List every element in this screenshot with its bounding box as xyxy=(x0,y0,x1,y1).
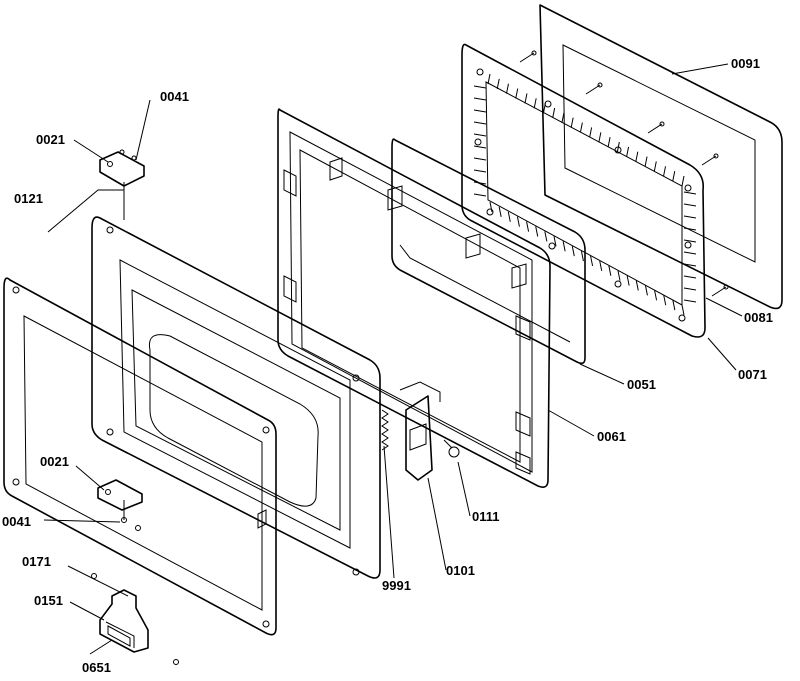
seal-tooth xyxy=(516,216,520,227)
seal-tooth xyxy=(579,122,583,133)
part-0071-seal-frame xyxy=(461,43,706,338)
seal-tooth xyxy=(608,265,612,276)
label-0151: 0151 xyxy=(34,593,63,608)
screws-0081 xyxy=(519,50,729,297)
seal-tooth xyxy=(644,156,648,167)
seal-tooth xyxy=(544,231,548,242)
label-0021-upper: 0021 xyxy=(36,132,65,147)
part-front-bezel xyxy=(3,277,277,636)
label-0101: 0101 xyxy=(446,563,475,578)
seal-tooth xyxy=(626,275,630,286)
part-0061-inner-door-frame xyxy=(277,108,551,488)
seal-tooth xyxy=(672,299,676,311)
seal-tooth xyxy=(683,191,697,195)
seal-tooth xyxy=(473,193,487,197)
seal-tooth xyxy=(473,85,487,89)
seal-tooth xyxy=(683,263,697,267)
label-9991: 9991 xyxy=(382,578,411,593)
seal-tooth xyxy=(487,73,491,85)
seal-tooth xyxy=(683,227,697,231)
seal-tooth xyxy=(681,175,685,187)
seal-tooth xyxy=(672,171,676,182)
label-0121: 0121 xyxy=(14,191,43,206)
seal-tooth xyxy=(526,221,530,232)
seal-tooth xyxy=(653,161,657,172)
seal-tooth xyxy=(683,215,697,219)
seal-tooth xyxy=(683,203,697,207)
seal-tooth xyxy=(552,107,556,119)
seal-tooth xyxy=(683,251,697,255)
seal-tooth xyxy=(515,88,519,99)
seal-tooth xyxy=(644,285,648,296)
part-0051-screen-plate xyxy=(391,138,586,365)
seal-tooth xyxy=(524,93,528,104)
part-9991-spring xyxy=(381,409,389,451)
seal-tooth xyxy=(498,206,502,218)
seal-tooth xyxy=(473,169,487,173)
label-0021-lower: 0021 xyxy=(40,454,69,469)
seal-tooth xyxy=(617,270,621,281)
seal-tooth xyxy=(599,260,603,271)
label-0171: 0171 xyxy=(22,554,51,569)
seal-tooth xyxy=(598,132,602,143)
label-0071: 0071 xyxy=(738,367,767,382)
seal-tooth xyxy=(505,83,509,94)
seal-tooth xyxy=(535,226,539,237)
label-0111: 0111 xyxy=(472,509,500,524)
leader-lines xyxy=(43,63,743,655)
label-0061: 0061 xyxy=(597,429,626,444)
seal-tooth xyxy=(654,290,658,301)
part-0651-latch-pad xyxy=(107,625,131,647)
part-0091-outer-panel xyxy=(539,4,783,310)
seal-tooth xyxy=(562,241,566,252)
callout-labels: 0091 0081 0071 0051 0061 0111 0101 9991 … xyxy=(2,56,773,675)
seal-tooth xyxy=(580,250,584,262)
part-0021-lower-hinge xyxy=(97,479,143,511)
seal-tooth xyxy=(489,201,493,213)
seal-tooth xyxy=(663,295,667,306)
label-0041-lower: 0041 xyxy=(2,514,31,529)
seal-tooth xyxy=(473,97,487,101)
seal-tooth xyxy=(473,145,487,149)
label-0651: 0651 xyxy=(82,660,111,675)
seal-tooth xyxy=(683,299,697,303)
seal-tooth xyxy=(533,98,537,109)
seal-tooth xyxy=(635,151,639,162)
seal-tooth xyxy=(473,157,487,161)
seal-tooth xyxy=(473,133,487,137)
part-0151-latch-handle xyxy=(99,589,149,653)
part-0021-upper-hinge xyxy=(99,151,145,187)
seal-tooth xyxy=(496,78,500,89)
label-0041-upper: 0041 xyxy=(160,89,189,104)
part-0101-latch xyxy=(399,381,441,481)
seal-tooth xyxy=(626,146,630,157)
seal-tooth xyxy=(553,236,557,247)
seal-tooth xyxy=(561,112,565,123)
seal-tooth xyxy=(607,137,611,148)
seal-tooth xyxy=(683,275,697,279)
seal-tooth xyxy=(473,109,487,113)
part-0111-screw xyxy=(443,439,460,458)
label-0051: 0051 xyxy=(627,377,656,392)
seal-tooth xyxy=(683,239,697,243)
seal-tooth xyxy=(590,255,594,267)
seal-tooth xyxy=(507,211,511,222)
seal-tooth xyxy=(683,287,697,291)
seal-tooth xyxy=(589,127,593,138)
label-0081: 0081 xyxy=(744,310,773,325)
seal-tooth xyxy=(570,117,574,128)
part-0121-door-body xyxy=(91,216,381,579)
seal-tooth xyxy=(635,280,639,291)
seal-tooth xyxy=(663,166,667,177)
seal-tooth xyxy=(681,304,685,316)
seal-tooth xyxy=(571,246,575,257)
label-0091: 0091 xyxy=(731,56,760,71)
seal-tooth xyxy=(473,121,487,125)
